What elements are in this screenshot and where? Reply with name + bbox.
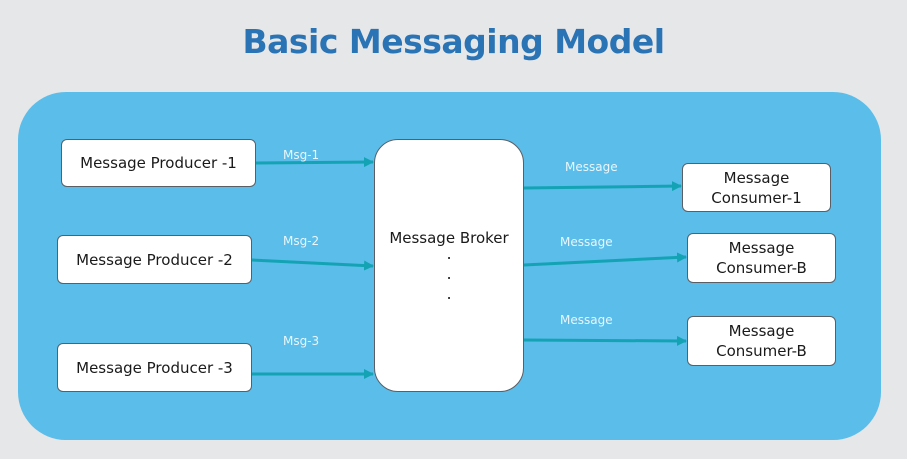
edge-label-msg-2: Msg-2 <box>283 234 320 248</box>
producer-label-1: Message Producer -1 <box>80 154 237 172</box>
arrow-broker-to-consumer-1 <box>523 181 682 192</box>
edge-label-msg-1: Msg-1 <box>283 148 320 162</box>
edge-label-message-1: Message <box>565 160 618 174</box>
consumer-box-2: Message Consumer-B <box>687 233 836 283</box>
consumer-box-1: Message Consumer-1 <box>682 163 831 212</box>
producer-box-1: Message Producer -1 <box>61 139 256 187</box>
edge-label-message-2: Message <box>560 235 613 249</box>
arrow-broker-to-consumer-3 <box>523 335 687 346</box>
producer-box-3: Message Producer -3 <box>57 343 252 392</box>
diagram-title: Basic Messaging Model <box>242 22 665 61</box>
message-broker-box: Message Broker . . . <box>374 139 524 392</box>
consumer-1-line-2: Consumer-1 <box>711 188 802 207</box>
arrow-broker-to-consumer-2 <box>523 252 687 267</box>
edge-label-msg-3: Msg-3 <box>283 334 320 348</box>
consumer-box-3: Message Consumer-B <box>687 316 836 366</box>
producer-box-2: Message Producer -2 <box>57 235 252 284</box>
consumer-1-line-1: Message <box>723 168 790 187</box>
producer-label-2: Message Producer -2 <box>76 250 233 269</box>
consumer-2-line-1: Message <box>728 239 795 257</box>
broker-label: Message Broker <box>389 229 509 247</box>
consumer-2-line-2: Consumer-B <box>716 259 807 277</box>
broker-dot-1: . <box>446 244 452 263</box>
edge-label-message-3: Message <box>560 313 613 327</box>
broker-dot-3: . <box>446 284 452 303</box>
consumer-3-line-1: Message <box>728 322 795 340</box>
producer-label-3: Message Producer -3 <box>76 358 233 377</box>
consumer-3-line-2: Consumer-B <box>716 342 807 360</box>
broker-dot-2: . <box>446 264 452 283</box>
arrow-producer-1-to-broker <box>255 157 374 168</box>
arrow-producer-2-to-broker <box>251 258 374 271</box>
